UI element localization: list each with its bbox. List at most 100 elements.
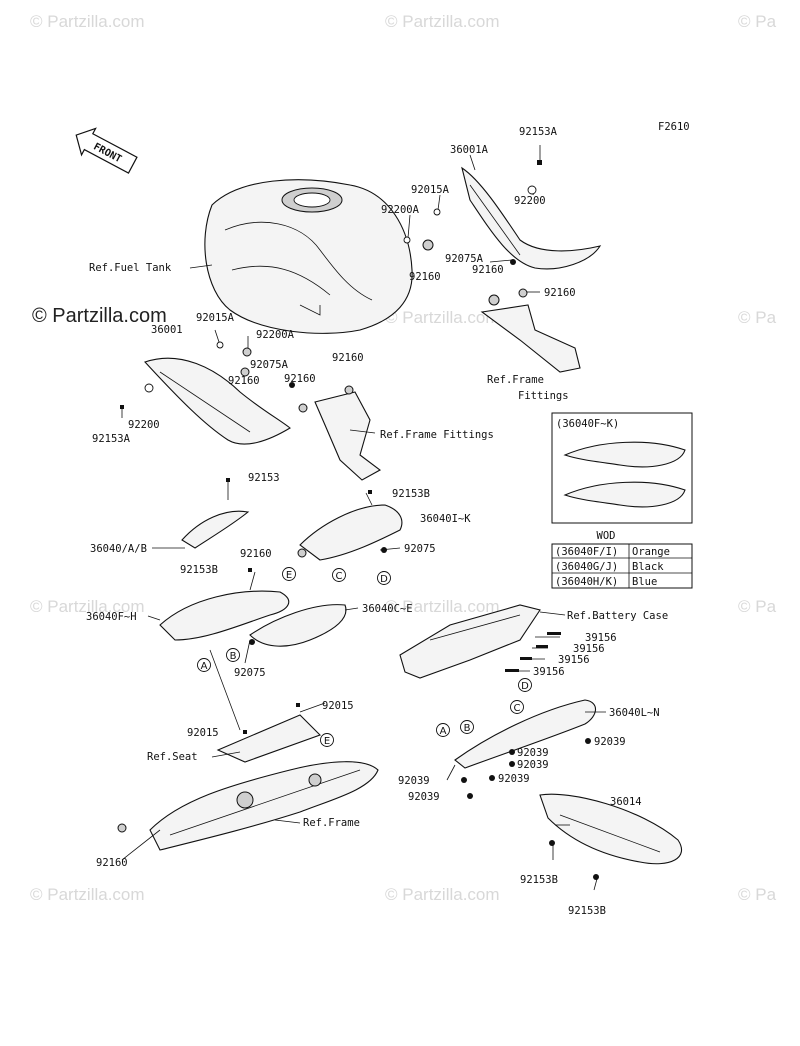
- label-92039: 92039: [594, 736, 626, 748]
- callout-circles: E C D B A E D C A B: [197, 567, 532, 747]
- watermark: © Pa: [738, 885, 777, 904]
- label-92015a: 92015A: [196, 312, 235, 324]
- part-36001: [144, 357, 291, 445]
- label-92039: 92039: [398, 775, 430, 787]
- label-ref-frame: Ref.Frame: [303, 817, 360, 829]
- watermark-main: © Partzilla.com: [32, 305, 167, 327]
- table-cell: (36040F/I): [555, 546, 618, 558]
- svg-text:B: B: [230, 651, 237, 662]
- label-92200a: 92200A: [256, 329, 295, 341]
- callout-e: E: [282, 567, 296, 581]
- label-92015: 92015: [187, 727, 219, 739]
- label-92200: 92200: [514, 195, 546, 207]
- frame-fittings-left: [314, 391, 382, 481]
- watermark: © Pa: [738, 308, 777, 327]
- part-36040-f-h: [159, 590, 290, 641]
- label-92160: 92160: [409, 271, 441, 283]
- callout-g-c: C: [510, 700, 524, 714]
- table-cell: (36040H/K): [555, 576, 618, 588]
- callout-d: D: [377, 571, 391, 585]
- callout-e: E: [320, 733, 334, 747]
- label-92015a: 92015A: [411, 184, 450, 196]
- table-header: WOD: [597, 530, 616, 542]
- label-92075a: 92075A: [250, 359, 289, 371]
- front-arrow-icon: FRONT: [75, 127, 138, 174]
- svg-text:B: B: [464, 723, 471, 734]
- label-92075: 92075: [404, 543, 436, 555]
- label-92039: 92039: [517, 759, 549, 771]
- callout-c: C: [332, 568, 346, 582]
- label-36040-a-b: 36040/A/B: [90, 543, 147, 555]
- label-92153a: 92153A: [519, 126, 558, 138]
- label-36040f-h: 36040F~H: [86, 611, 137, 623]
- svg-text:D: D: [380, 574, 388, 585]
- table-cell: Blue: [632, 576, 657, 588]
- frame-part: [149, 761, 379, 851]
- seat-part: [216, 714, 322, 763]
- svg-text:E: E: [286, 570, 292, 581]
- table-cell: Orange: [632, 546, 670, 558]
- label-92039: 92039: [408, 791, 440, 803]
- label-92200: 92200: [128, 419, 160, 431]
- watermark: © Partzilla.com: [385, 12, 500, 31]
- label-92153b: 92153B: [520, 874, 558, 886]
- label-39156: 39156: [573, 643, 605, 655]
- label-92160: 92160: [544, 287, 576, 299]
- color-table: WOD (36040F/I) Orange (36040G/J) Black (…: [551, 530, 693, 589]
- inset-box: (36040F~K): [551, 412, 693, 524]
- label-39156: 39156: [533, 666, 565, 678]
- label-36040c-e: 36040C~E: [362, 603, 413, 615]
- frame-fittings-right: [480, 304, 581, 373]
- watermark-layer: © Partzilla.com © Partzilla.com © Pa © P…: [30, 12, 777, 904]
- label-ref-seat: Ref.Seat: [147, 751, 198, 763]
- label-92153b: 92153B: [180, 564, 218, 576]
- label-92039: 92039: [498, 773, 530, 785]
- label-92015: 92015: [322, 700, 354, 712]
- callout-b: B: [226, 648, 240, 662]
- label-36040l-n: 36040L~N: [609, 707, 660, 719]
- label-36040i-k: 36040I~K: [420, 513, 471, 525]
- callout-a: A: [436, 723, 450, 737]
- table-cell: (36040G/J): [555, 561, 618, 573]
- watermark: © Partzilla.com: [30, 597, 145, 616]
- watermark: © Pa: [738, 597, 777, 616]
- svg-text:C: C: [514, 703, 521, 714]
- part-36040-a-b: [181, 510, 250, 549]
- watermark: © Partzilla.com: [30, 885, 145, 904]
- label-92153: 92153: [248, 472, 280, 484]
- svg-text:C: C: [336, 571, 343, 582]
- watermark: © Partzilla.com: [30, 12, 145, 31]
- callout-d: D: [518, 678, 532, 692]
- label-92075: 92075: [234, 667, 266, 679]
- hardware-markers: [117, 160, 599, 880]
- label-92039: 92039: [517, 747, 549, 759]
- fuel-tank: [204, 179, 413, 334]
- battery-case: [399, 604, 541, 679]
- part-36040-i-k: [299, 504, 403, 561]
- label-36014: 36014: [610, 796, 642, 808]
- label-92075a: 92075A: [445, 253, 484, 265]
- svg-text:A: A: [440, 726, 447, 737]
- label-ref-battery-case: Ref.Battery Case: [567, 610, 668, 622]
- leader-lines: [121, 145, 606, 891]
- part-36001A: [461, 166, 602, 270]
- label-92200a: 92200A: [381, 204, 420, 216]
- part-36040-c-e: [249, 604, 347, 647]
- part-36014: [539, 793, 683, 865]
- label-92153b: 92153B: [568, 905, 606, 917]
- watermark: © Pa: [738, 12, 777, 31]
- label-36001: 36001: [151, 324, 183, 336]
- label-92160: 92160: [284, 373, 316, 385]
- watermark: © Partzilla.com: [385, 597, 500, 616]
- svg-text:E: E: [324, 736, 330, 747]
- label-92160: 92160: [332, 352, 364, 364]
- label-ref-frame: Ref.Frame: [487, 374, 544, 386]
- label-ref-fuel-tank: Ref.Fuel Tank: [89, 262, 172, 274]
- watermark: © Partzilla.com: [385, 885, 500, 904]
- label-92160: 92160: [228, 375, 260, 387]
- label-92160: 92160: [472, 264, 504, 276]
- callout-b: B: [460, 720, 474, 734]
- label-36001a: 36001A: [450, 144, 489, 156]
- part-labels: 92153A 36001A 92015A 92200A 92200 Ref.Fu…: [86, 126, 668, 917]
